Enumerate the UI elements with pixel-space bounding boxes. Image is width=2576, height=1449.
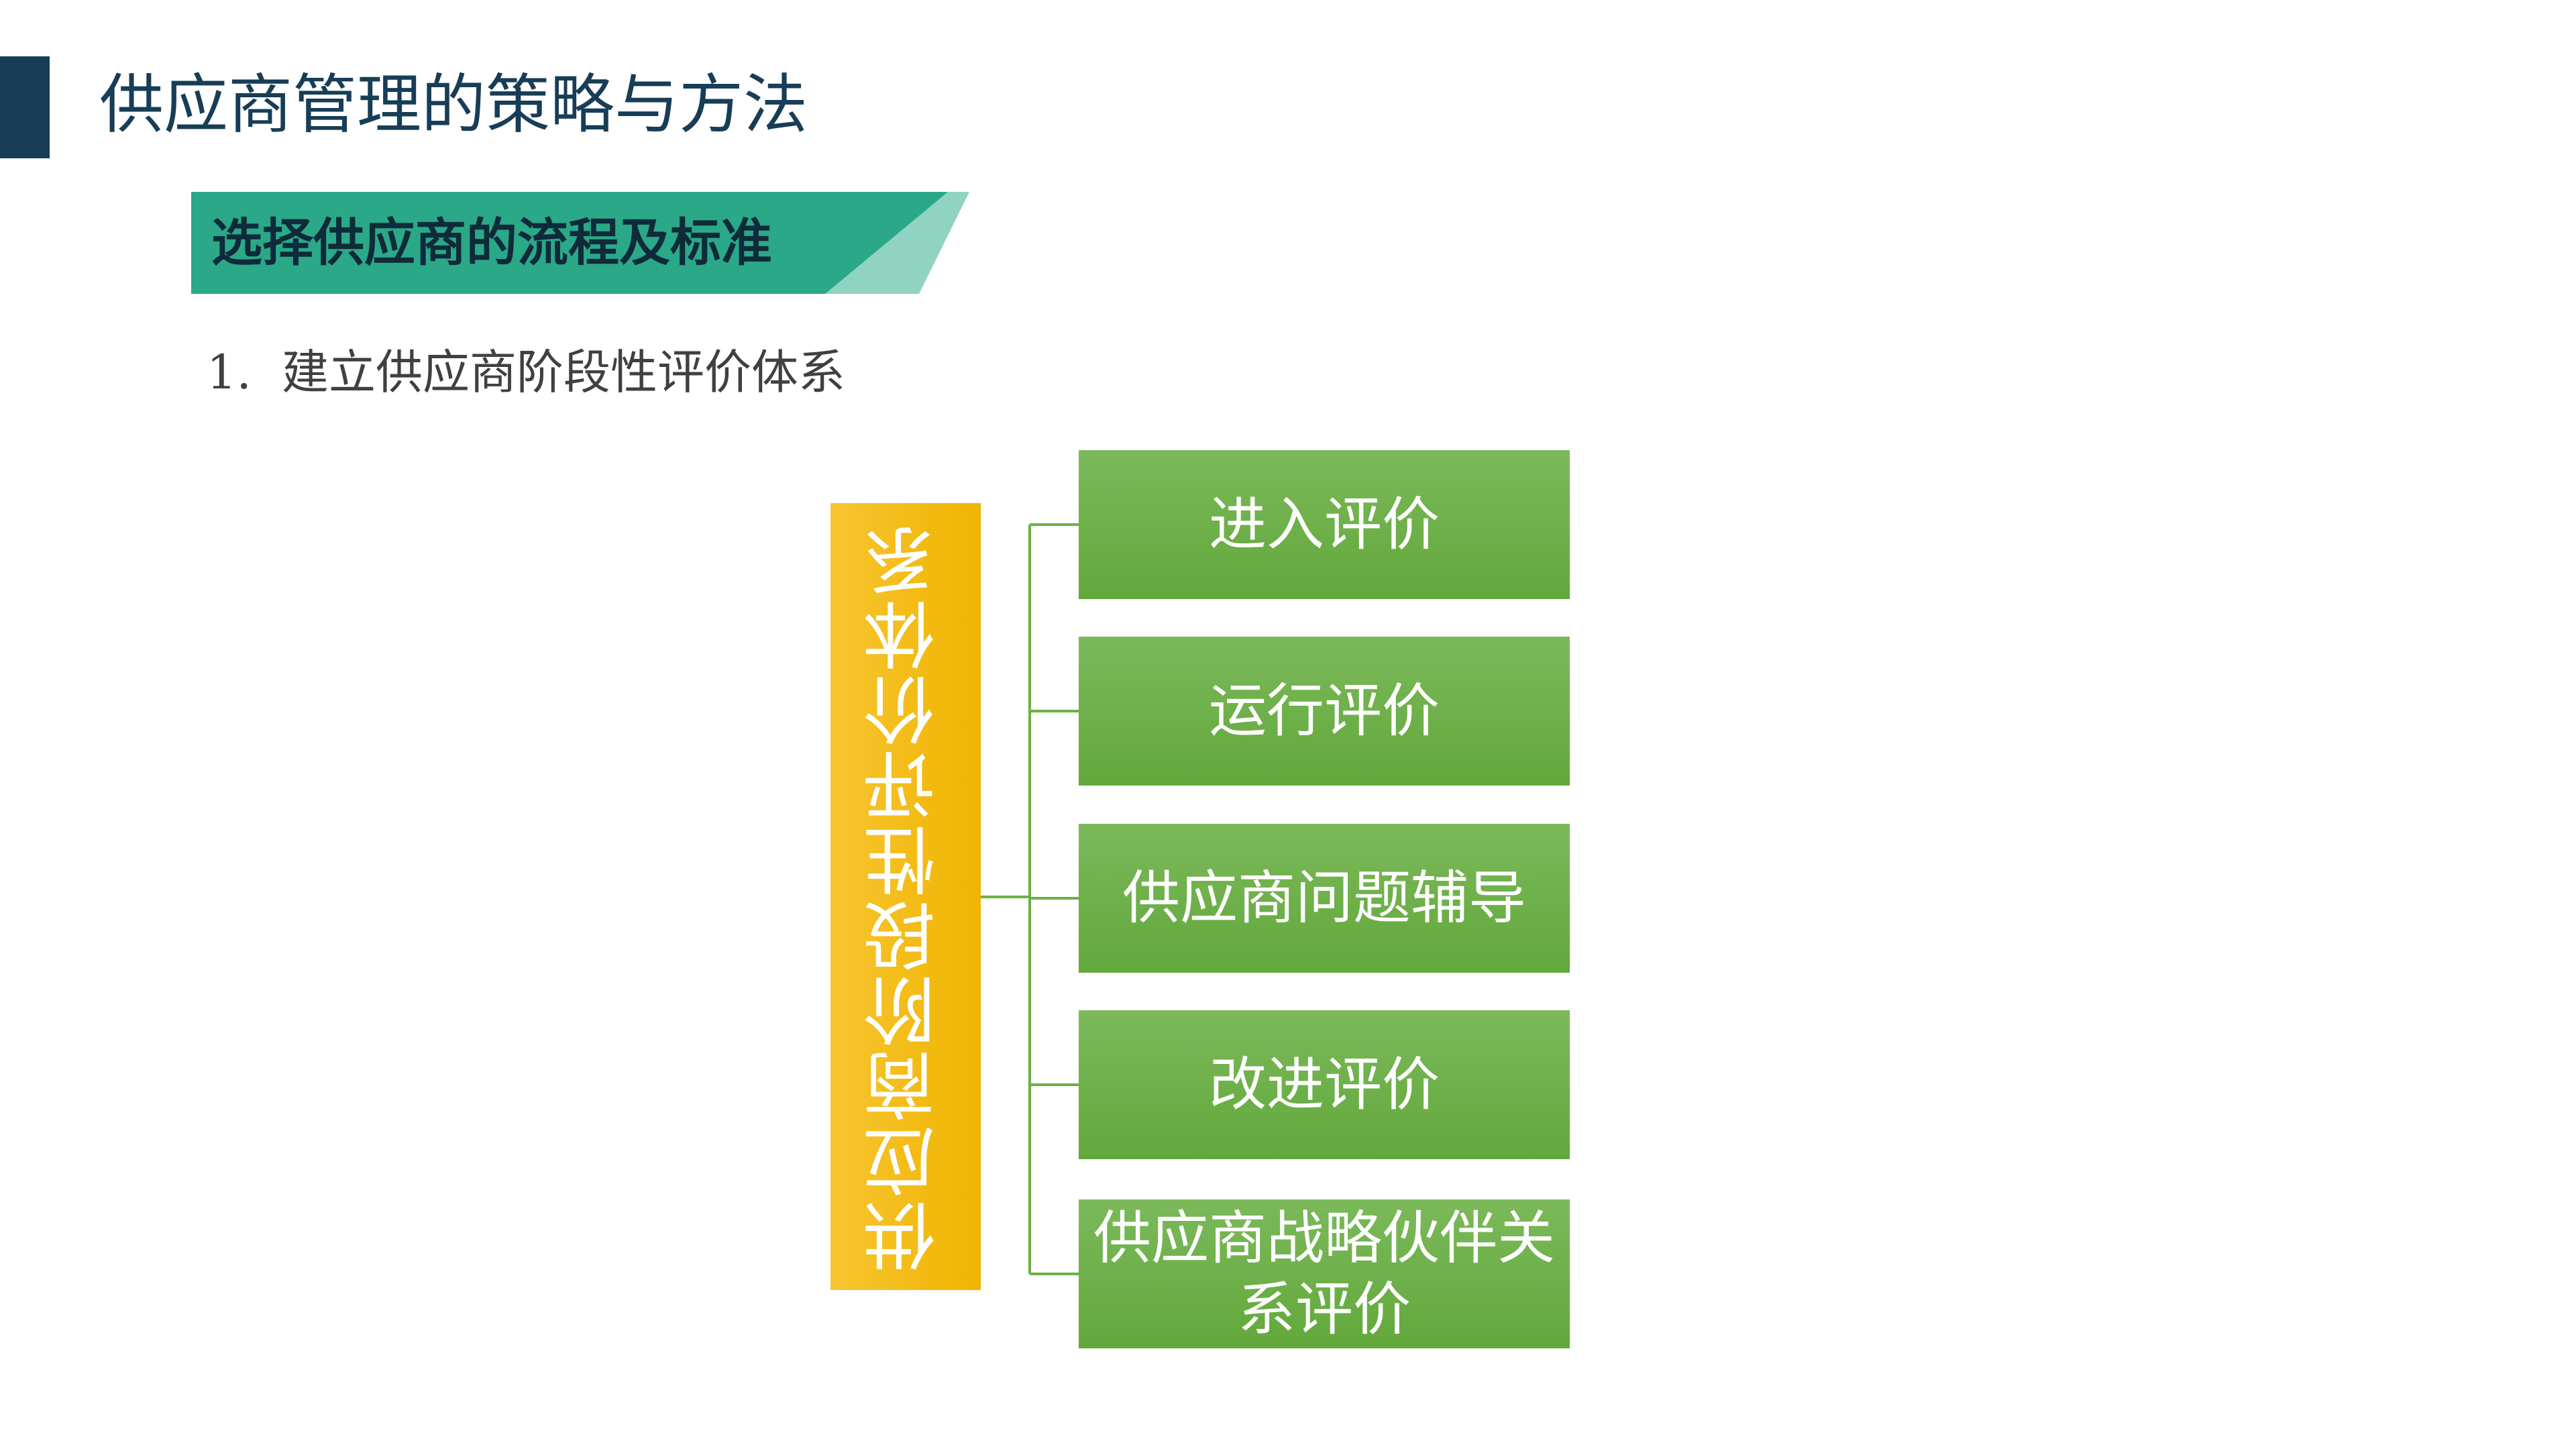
child-node-improvement-evaluation: 改进评价 [1079, 1010, 1570, 1159]
page-title: 供应商管理的策略与方法 [99, 67, 808, 142]
child-node-entry-evaluation: 进入评价 [1079, 450, 1570, 599]
child-node-label: 改进评价 [1209, 1051, 1440, 1118]
child-node-supplier-coaching: 供应商问题辅导 [1079, 824, 1570, 973]
section-banner-shape [191, 192, 969, 294]
root-node-label: 供应商阶段性评价体系 [863, 521, 947, 1273]
list-text: 建立供应商阶段性评价体系 [282, 345, 845, 400]
child-node-label: 供应商战略伙伴关系评价 [1093, 1205, 1555, 1343]
child-node-label: 运行评价 [1209, 678, 1440, 745]
child-node-operation-evaluation: 运行评价 [1079, 637, 1570, 786]
list-item: 1. 建立供应商阶段性评价体系 [207, 339, 845, 406]
section-title: 选择供应商的流程及标准 [211, 213, 772, 272]
child-node-partnership-evaluation: 供应商战略伙伴关系评价 [1079, 1199, 1570, 1348]
list-number: 1. [207, 345, 252, 400]
child-node-label: 进入评价 [1209, 491, 1440, 558]
child-node-label: 供应商问题辅导 [1122, 865, 1526, 932]
title-accent-bar [0, 56, 50, 158]
root-node: 供应商阶段性评价体系 [830, 503, 981, 1290]
section-banner: 选择供应商的流程及标准 [191, 192, 969, 294]
